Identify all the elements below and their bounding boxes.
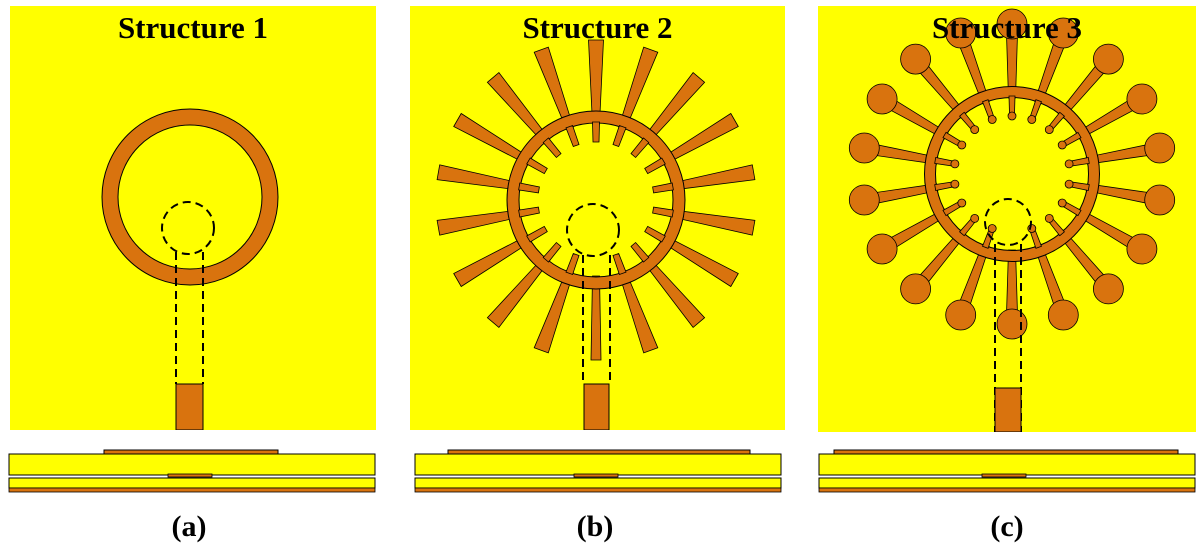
ring-patch [507, 111, 685, 289]
panel-c-drawing [848, 8, 1176, 432]
panel-b-drawing [436, 39, 756, 430]
spoke-disc [1047, 17, 1079, 49]
inner-stub-disc [957, 198, 967, 208]
spoke-disc [848, 132, 880, 164]
spoke-disc [1092, 273, 1124, 305]
spoke-disc [1092, 43, 1124, 75]
spoke-disc [1126, 83, 1158, 115]
coupling-aperture-dashed [161, 201, 215, 255]
panel-c-caption: (c) [990, 510, 1024, 543]
inner-stub [630, 241, 650, 263]
spoke-disc [1047, 299, 1079, 331]
spoke-disc [866, 233, 898, 265]
panel-a-title: Structure 1 [117, 10, 269, 45]
coupling-aperture-dashed [566, 203, 620, 257]
spoke-disc [1144, 132, 1176, 164]
inner-stub-disc [1057, 198, 1067, 208]
inner-stub-disc [987, 115, 997, 124]
inner-stub-disc [1057, 140, 1067, 150]
spoke-disc [848, 184, 880, 216]
spoke-disc [1126, 233, 1158, 265]
inner-stub-disc [987, 224, 997, 233]
inner-stub [612, 124, 627, 148]
inner-stub [630, 137, 650, 159]
microstrip-feed [994, 387, 1022, 432]
inner-stub-disc [950, 159, 960, 169]
inner-stub-disc [970, 213, 980, 223]
inner-stub [1008, 95, 1016, 115]
inner-stub-disc [957, 140, 967, 150]
inner-stub [644, 225, 666, 243]
coupling-aperture-dashed [984, 198, 1032, 246]
inner-stub-disc [970, 125, 980, 134]
inner-stub [526, 157, 548, 175]
panel-b-side-view [414, 449, 782, 493]
inner-stub [592, 121, 600, 143]
inner-stub-disc [950, 179, 960, 189]
spoke-disc [945, 299, 977, 331]
panel-a-drawing [101, 108, 279, 430]
inner-stub [565, 252, 580, 276]
inner-stub-disc [1064, 179, 1074, 189]
inner-stub [652, 182, 674, 194]
microstrip-feed [175, 383, 204, 430]
panel-a-caption: (a) [171, 510, 207, 543]
panel-a-top-view: Structure 1 [10, 6, 376, 430]
inner-stub [934, 157, 954, 167]
spoke-disc [900, 43, 931, 75]
microstrip-feed [583, 383, 610, 430]
inner-stub [518, 182, 540, 194]
spoke-disc [1144, 184, 1176, 216]
ring-patch [925, 87, 1099, 261]
inner-stub [1070, 181, 1090, 191]
inner-stub [934, 181, 954, 191]
spoke-disc [996, 308, 1028, 340]
tapered-spoke [590, 275, 602, 361]
inner-stub [542, 241, 562, 263]
panel-b-title: Structure 2 [522, 10, 673, 45]
panel-a-side-view [8, 449, 376, 493]
spoke-disc [996, 8, 1028, 40]
inner-stub [518, 206, 540, 218]
inner-stub-disc [1027, 224, 1037, 233]
inner-stub [1070, 157, 1090, 167]
inner-stub-disc [1064, 159, 1074, 169]
panel-c-side-view [818, 449, 1196, 493]
inner-stub-disc [1044, 125, 1054, 134]
inner-stub [565, 124, 580, 148]
spoke-disc [945, 17, 977, 49]
spoke-disc [866, 83, 898, 115]
panel-b-top-view: Structure 2 [410, 6, 785, 430]
inner-stub [644, 157, 666, 175]
panel-c-title: Structure 3 [931, 10, 1083, 45]
panel-c-top-view: Structure 3 [818, 6, 1196, 432]
spoke-disc [900, 273, 931, 305]
inner-stub-disc [1007, 111, 1017, 121]
inner-stub-disc [1044, 213, 1054, 223]
ring-patch-fill [102, 109, 278, 285]
inner-stub [526, 225, 548, 243]
inner-stub [652, 206, 674, 218]
inner-stub [542, 137, 562, 159]
panel-b-caption: (b) [576, 510, 614, 543]
inner-stub-disc [1027, 115, 1037, 124]
inner-stub [612, 252, 627, 276]
